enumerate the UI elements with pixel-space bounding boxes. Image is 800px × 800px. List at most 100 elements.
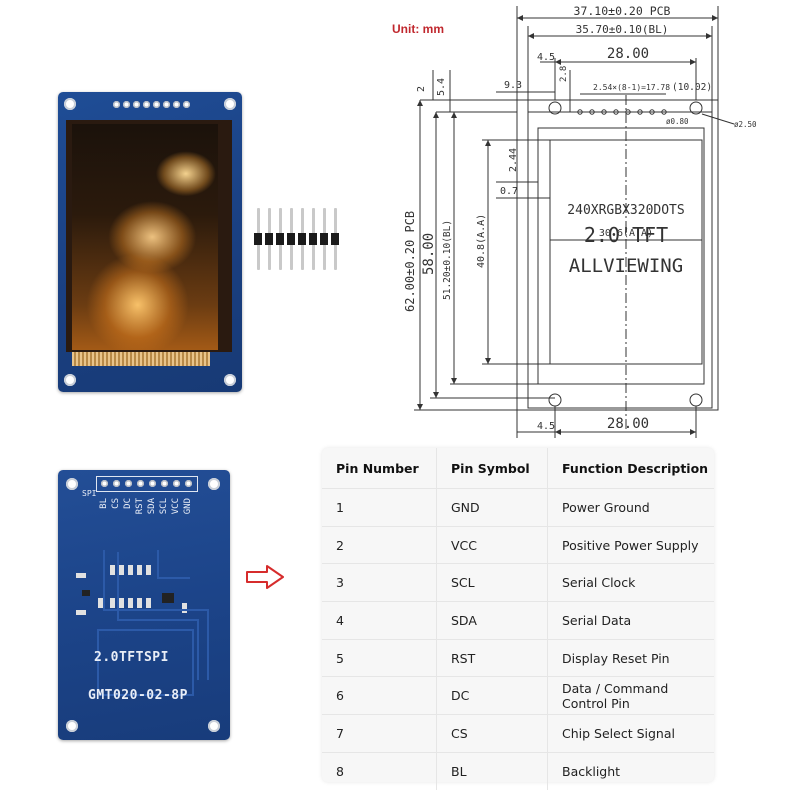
mounting-hole (64, 98, 76, 110)
pcb-outline (516, 99, 719, 411)
table-row: 8 BL Backlight (322, 751, 714, 790)
dim-pin-pitch: 2.54×(8-1)=17.78 (593, 83, 670, 92)
dim-pcb-width: 37.10±0.20 PCB (574, 4, 671, 18)
dim-58: 58.00 (421, 233, 437, 275)
pin-number: 3 (322, 563, 437, 602)
dim-pcb-height: 62.00±0.20 PCB (403, 211, 417, 312)
pin-symbol: GND (436, 488, 548, 527)
pin-function: Serial Data (547, 601, 714, 640)
dim-2-8: 2.8 (559, 66, 569, 82)
dim-bl-width: 35.70±0.10(BL) (576, 23, 669, 36)
dim-0-7: 0.7 (500, 186, 518, 197)
header-pad (173, 101, 180, 108)
header-pad (113, 101, 120, 108)
dim-bl-height: 51.20±0.10(BL) (442, 220, 453, 300)
mounting-hole (224, 374, 236, 386)
dim-hole-span-top: 28.00 (607, 46, 649, 62)
drawing-mounting-hole (689, 101, 703, 115)
dim-aa-height: 40.8(A.A) (476, 214, 487, 268)
arrow-right-icon (246, 565, 284, 589)
pin-symbol: SCL (436, 563, 548, 602)
dimension-drawing: 37.10±0.20 PCB 35.70±0.10(BL) 4.5 28.00 … (403, 4, 757, 438)
lcd-panel (66, 120, 232, 352)
table-row: 1 GND Power Ground (322, 488, 714, 527)
header-pin-symbol: Pin Symbol (436, 448, 548, 489)
model-text-2: GMT020-02-8P (88, 688, 188, 703)
pin-symbol: SDA (436, 601, 548, 640)
table-row: 3 SCL Serial Clock (322, 563, 714, 602)
pin-function: Backlight (547, 751, 714, 790)
lcd-outline (537, 127, 705, 385)
pin-number: 7 (322, 714, 437, 753)
leader-line (701, 113, 735, 125)
dim-2: 2 (416, 86, 427, 92)
dim-aa-width: 30.6(A.A) (599, 228, 653, 239)
pin-function: Serial Clock (547, 563, 714, 602)
smd-regulator (162, 593, 174, 603)
back-board-photo: SPI BL CS DC RST SDA SCL VCC GND 2.0TFTS… (58, 470, 230, 740)
screen-line-1: 240XRGBX320DOTS (567, 203, 684, 218)
drawing-pin-pads (577, 109, 667, 115)
pin-symbol: DC (436, 676, 548, 715)
pin-number: 4 (322, 601, 437, 640)
dim-hole-offset-bottom: 4.5 (537, 421, 555, 432)
drawing-mounting-hole (548, 393, 562, 407)
dim-9-3: 9.3 (504, 80, 522, 91)
smd-resistor (76, 610, 86, 615)
smd-transistor (82, 590, 90, 596)
pin-symbol: VCC (436, 525, 548, 564)
backlight-outline (527, 111, 713, 409)
fireworks-image (72, 124, 218, 350)
header-pad (153, 101, 160, 108)
header-pin-number: Pin Number (322, 448, 437, 489)
header-pad (183, 101, 190, 108)
pin-function: Data / Command Control Pin (547, 676, 714, 715)
pin-function: Chip Select Signal (547, 714, 714, 753)
dim-hole-span-bottom: 28.00 (607, 416, 649, 432)
header-function: Function Description (562, 460, 709, 476)
pin-function: Display Reset Pin (547, 638, 714, 677)
pin-number: 2 (322, 525, 437, 564)
front-board-photo (58, 92, 242, 392)
mounting-hole (208, 478, 220, 490)
drawing-mounting-hole (548, 101, 562, 115)
table-row: 2 VCC Positive Power Supply (322, 525, 714, 564)
table-header-row: Pin Number Pin Symbol Function Descripti… (322, 448, 714, 489)
table-row: 5 RST Display Reset Pin (322, 638, 714, 677)
table-row: 6 DC Data / Command Control Pin (322, 676, 714, 715)
dim-pad-dia: ø0.80 (666, 117, 689, 126)
pcb-traces (97, 550, 209, 696)
header-pad (163, 101, 170, 108)
mounting-hole (208, 720, 220, 732)
pin-number: 8 (322, 751, 437, 790)
pin-symbol: RST (436, 638, 548, 677)
screen-line-2: 2.0'TFT (584, 223, 668, 247)
smd-resistor (76, 573, 86, 578)
pin-number: 6 (322, 676, 437, 715)
header-pad (123, 101, 130, 108)
pin-function: Power Ground (547, 488, 714, 527)
mounting-hole (66, 720, 78, 732)
spi-label: SPI (82, 489, 97, 498)
mounting-hole (66, 478, 78, 490)
pin-number: 1 (322, 488, 437, 527)
dim-hole-offset-top: 4.5 (537, 52, 555, 63)
table-row: 7 CS Chip Select Signal (322, 714, 714, 753)
pin-table: Pin Number Pin Symbol Function Descripti… (322, 448, 714, 790)
header-pad (143, 101, 150, 108)
pin-header-photo (252, 208, 348, 270)
pin-table-grid: Pin Number Pin Symbol Function Descripti… (322, 448, 714, 790)
model-text-1: 2.0TFTSPI (94, 650, 169, 665)
pin-symbol: CS (436, 714, 548, 753)
dim-5-4: 5.4 (436, 78, 447, 96)
drawing-mounting-hole (689, 393, 703, 407)
screen-line-3: ALLVIEWING (569, 255, 683, 277)
dim-hole-dia: ø2.50 (734, 120, 757, 129)
header-pad (133, 101, 140, 108)
table-row: 4 SDA Serial Data (322, 601, 714, 640)
mounting-hole (64, 374, 76, 386)
pin-function: Positive Power Supply (547, 525, 714, 564)
dim-2-44: 2.44 (508, 148, 519, 172)
header-outline (96, 476, 198, 492)
pin-number: 5 (322, 638, 437, 677)
